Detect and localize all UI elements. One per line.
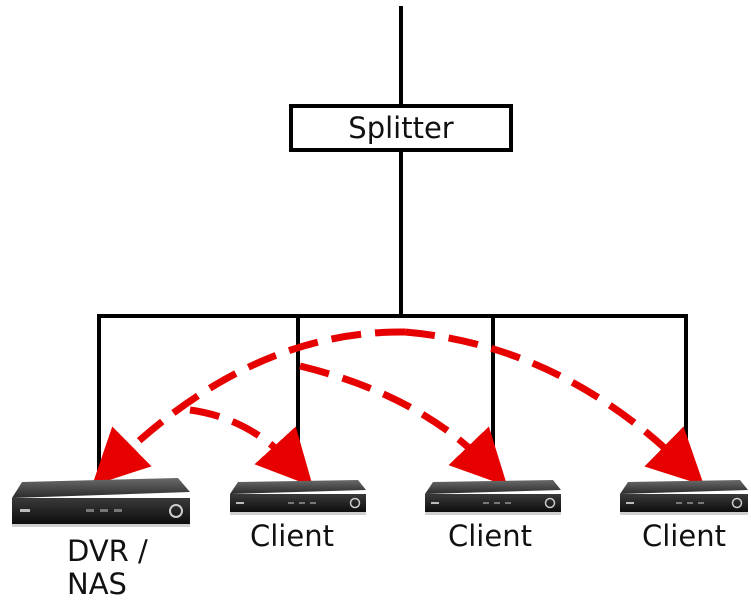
- splitter-label: Splitter: [348, 111, 454, 145]
- client-label-3: Client: [642, 519, 726, 553]
- flow-arrow-to-dvr: [92, 328, 406, 486]
- dvr-label-line-1: DVR /: [67, 534, 148, 568]
- client-device-icon-3: [620, 480, 748, 515]
- splitter-box: Splitter: [289, 104, 513, 152]
- client-device-icon-1: [230, 480, 366, 515]
- flow-arrow-to-client-1: [189, 406, 313, 487]
- dvr-label-line-2: NAS: [67, 567, 127, 602]
- flow-arrow-to-client-2: [299, 362, 508, 487]
- data-flow-arrows: [92, 328, 705, 487]
- flow-arrow-to-client-3: [404, 328, 705, 486]
- cable-wires: [97, 6, 688, 478]
- client-device-icon-2: [425, 480, 561, 515]
- dvr-label: DVR / NAS: [67, 534, 148, 602]
- client-label-1: Client: [250, 519, 334, 553]
- client-label-2: Client: [448, 519, 532, 553]
- dvr-device-icon: [12, 478, 190, 527]
